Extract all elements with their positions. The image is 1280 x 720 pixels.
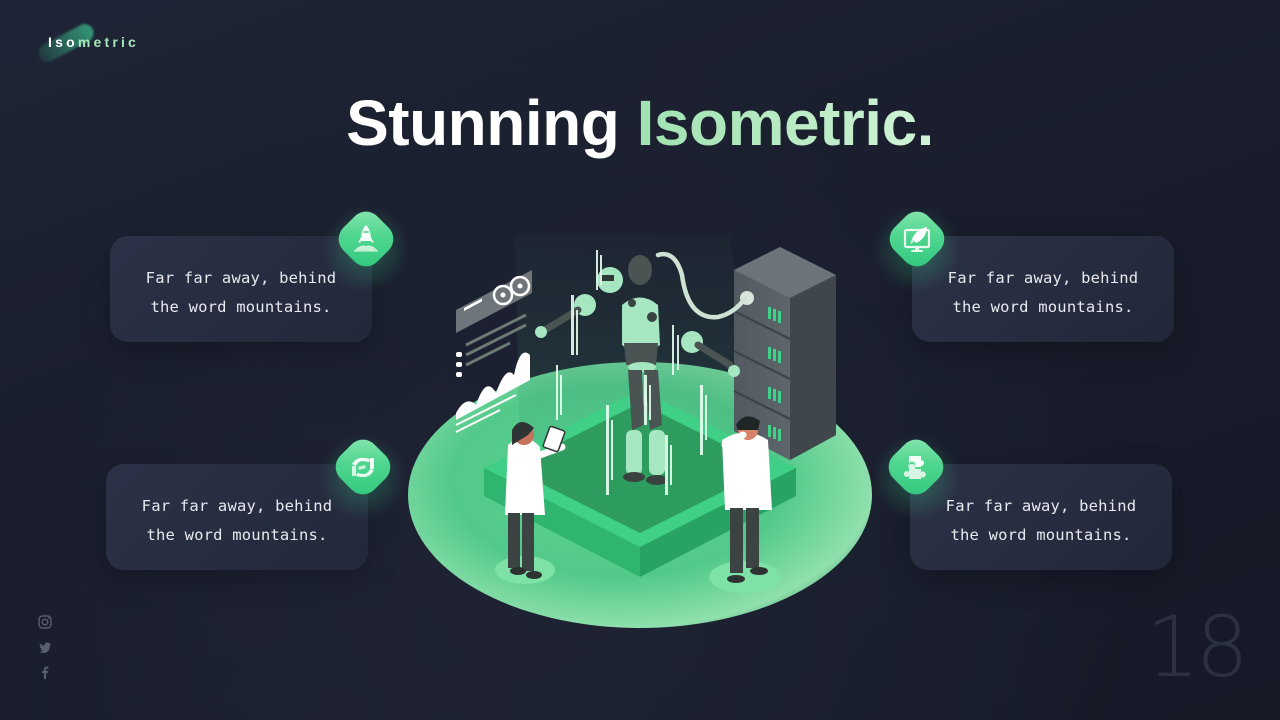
feature-badge-4: [869, 430, 963, 524]
logo-text: Isometric: [48, 34, 140, 50]
feature-card-3: Far far away, behind the word mountains.: [106, 464, 368, 570]
facebook-icon[interactable]: [37, 664, 53, 680]
puzzle-piece-icon: [903, 456, 926, 479]
page-number: 18: [1146, 598, 1249, 696]
title-white: Stunning: [346, 87, 620, 159]
feature-text: Far far away, behind the word mountains.: [945, 497, 1137, 544]
feature-card-1: Far far away, behind the word mountains.: [110, 236, 372, 342]
monitor-rocket-icon: [903, 227, 931, 252]
instagram-icon[interactable]: [37, 614, 53, 630]
feature-text: Far far away, behind the word mountains.: [947, 269, 1139, 316]
isometric-robot-illustration: [408, 235, 872, 628]
feature-card-2: Far far away, behind the word mountains.: [912, 236, 1174, 342]
feature-text: Far far away, behind the word mountains.: [145, 269, 337, 316]
feature-card-4: Far far away, behind the word mountains.: [910, 464, 1172, 570]
rocket-launch-icon: [354, 225, 378, 252]
feature-badge-3: [316, 430, 410, 524]
feature-badge-1: [319, 202, 413, 296]
social-links: [37, 614, 53, 689]
page-title: Stunning Isometric.: [0, 86, 1280, 160]
title-green: Isometric.: [636, 87, 935, 159]
feature-badge-2: [870, 202, 964, 296]
handshake-icon: [352, 457, 374, 478]
twitter-icon[interactable]: [37, 639, 53, 655]
feature-text: Far far away, behind the word mountains.: [141, 497, 333, 544]
